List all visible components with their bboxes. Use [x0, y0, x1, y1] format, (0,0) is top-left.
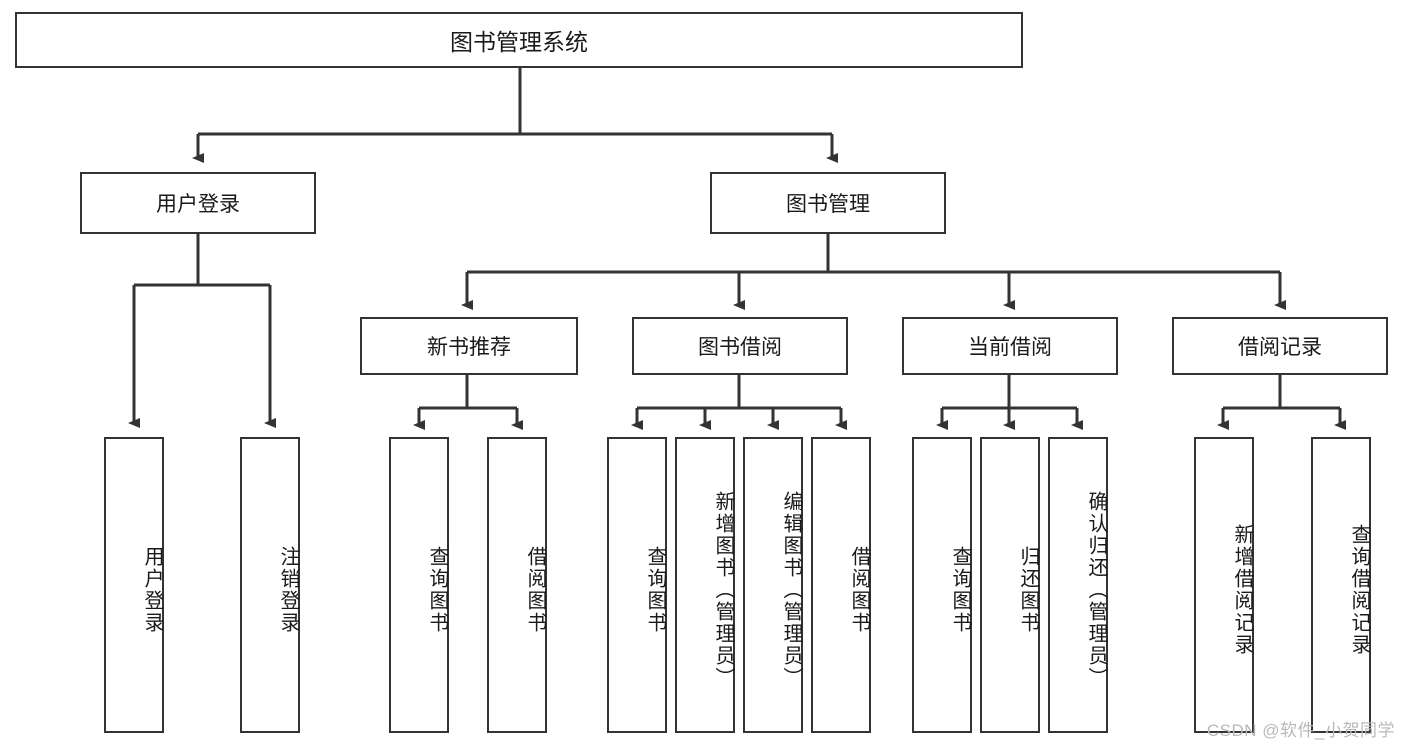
- leaf-current-confirm-return-admin-label: 确认归还（管理员）: [1085, 491, 1107, 689]
- node-borrow-record-label: 借阅记录: [1238, 336, 1322, 359]
- node-current-borrow-label: 当前借阅: [968, 336, 1052, 359]
- node-book-management-label: 图书管理: [786, 193, 870, 216]
- node-new-book-recommend[interactable]: 新书推荐: [360, 317, 578, 375]
- leaf-current-query-book-label: 查询图书: [949, 546, 971, 634]
- leaf-borrow-edit-book-admin-label: 编辑图书（管理员）: [780, 491, 802, 689]
- node-root[interactable]: 图书管理系统: [15, 12, 1023, 68]
- node-book-borrow[interactable]: 图书借阅: [632, 317, 848, 375]
- leaf-logout-label: 注销登录: [277, 546, 299, 634]
- leaf-record-query-record-label: 查询借阅记录: [1348, 524, 1370, 656]
- leaf-record-add-record-label: 新增借阅记录: [1231, 524, 1253, 656]
- node-borrow-record[interactable]: 借阅记录: [1172, 317, 1388, 375]
- csdn-watermark: CSDN @软件_小贺同学: [1206, 721, 1395, 740]
- leaf-borrow-query-book-label: 查询图书: [644, 546, 666, 634]
- node-new-book-recommend-label: 新书推荐: [427, 336, 511, 359]
- leaf-borrow-add-book-admin[interactable]: 新增图书（管理员）: [675, 437, 735, 733]
- leaf-user-login[interactable]: 用户登录: [104, 437, 164, 733]
- leaf-current-confirm-return-admin[interactable]: 确认归还（管理员）: [1048, 437, 1108, 733]
- leaf-current-return-book[interactable]: 归还图书: [980, 437, 1040, 733]
- leaf-newbook-borrow-book[interactable]: 借阅图书: [487, 437, 547, 733]
- leaf-newbook-query-book[interactable]: 查询图书: [389, 437, 449, 733]
- leaf-borrow-add-book-admin-label: 新增图书（管理员）: [712, 491, 734, 689]
- leaf-borrow-borrow-book-label: 借阅图书: [848, 546, 870, 634]
- leaf-logout[interactable]: 注销登录: [240, 437, 300, 733]
- leaf-record-query-record[interactable]: 查询借阅记录: [1311, 437, 1371, 733]
- leaf-current-query-book[interactable]: 查询图书: [912, 437, 972, 733]
- leaf-user-login-label: 用户登录: [141, 546, 163, 634]
- node-current-borrow[interactable]: 当前借阅: [902, 317, 1118, 375]
- leaf-current-return-book-label: 归还图书: [1017, 546, 1039, 634]
- leaf-borrow-edit-book-admin[interactable]: 编辑图书（管理员）: [743, 437, 803, 733]
- leaf-borrow-query-book[interactable]: 查询图书: [607, 437, 667, 733]
- node-book-borrow-label: 图书借阅: [698, 336, 782, 359]
- node-user-login[interactable]: 用户登录: [80, 172, 316, 234]
- leaf-record-add-record[interactable]: 新增借阅记录: [1194, 437, 1254, 733]
- leaf-newbook-borrow-book-label: 借阅图书: [524, 546, 546, 634]
- node-user-login-label: 用户登录: [156, 193, 240, 216]
- leaf-borrow-borrow-book[interactable]: 借阅图书: [811, 437, 871, 733]
- node-root-label: 图书管理系统: [450, 29, 588, 55]
- leaf-newbook-query-book-label: 查询图书: [426, 546, 448, 634]
- node-book-management[interactable]: 图书管理: [710, 172, 946, 234]
